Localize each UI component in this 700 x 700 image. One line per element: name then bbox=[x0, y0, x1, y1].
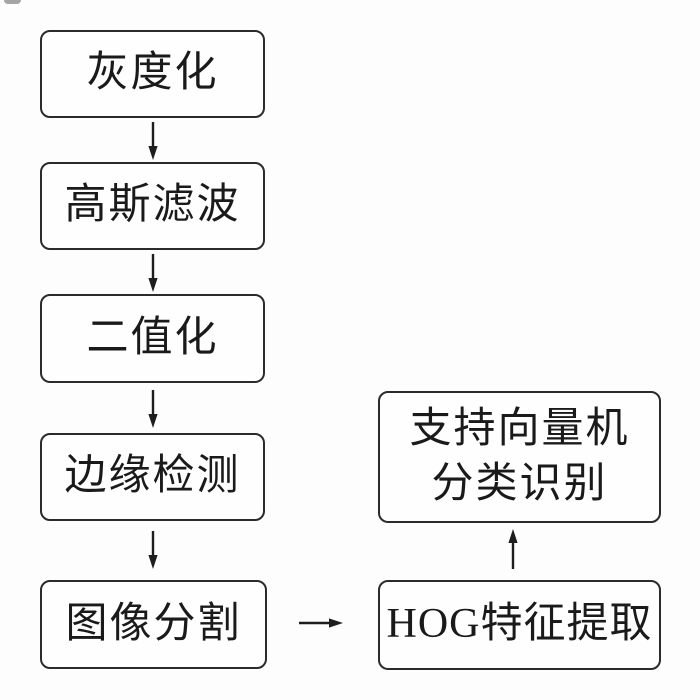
arrow-up-icon-hog-to-svm bbox=[508, 529, 518, 569]
arrow-right-icon-segmentation-to-hog bbox=[299, 618, 343, 628]
node-binarization: 二值化 bbox=[40, 294, 265, 383]
node-svm-classification: 支持向量机 分类识别 bbox=[378, 391, 661, 523]
arrow-down-icon-binarization-to-edge bbox=[148, 390, 158, 428]
node-image-segmentation: 图像分割 bbox=[40, 580, 267, 669]
node-grayscale: 灰度化 bbox=[40, 30, 265, 118]
arrow-down-icon-grayscale-to-gaussian bbox=[148, 122, 158, 160]
node-hog-feature-extraction: HOG特征提取 bbox=[378, 580, 661, 670]
node-edge-detection: 边缘检测 bbox=[40, 433, 265, 521]
arrow-down-icon-gaussian-to-binarization bbox=[148, 254, 158, 292]
node-gaussian-filter: 高斯滤波 bbox=[40, 162, 265, 250]
arrow-down-icon-edge-to-segmentation bbox=[148, 531, 158, 569]
scan-artifact bbox=[4, 0, 21, 4]
